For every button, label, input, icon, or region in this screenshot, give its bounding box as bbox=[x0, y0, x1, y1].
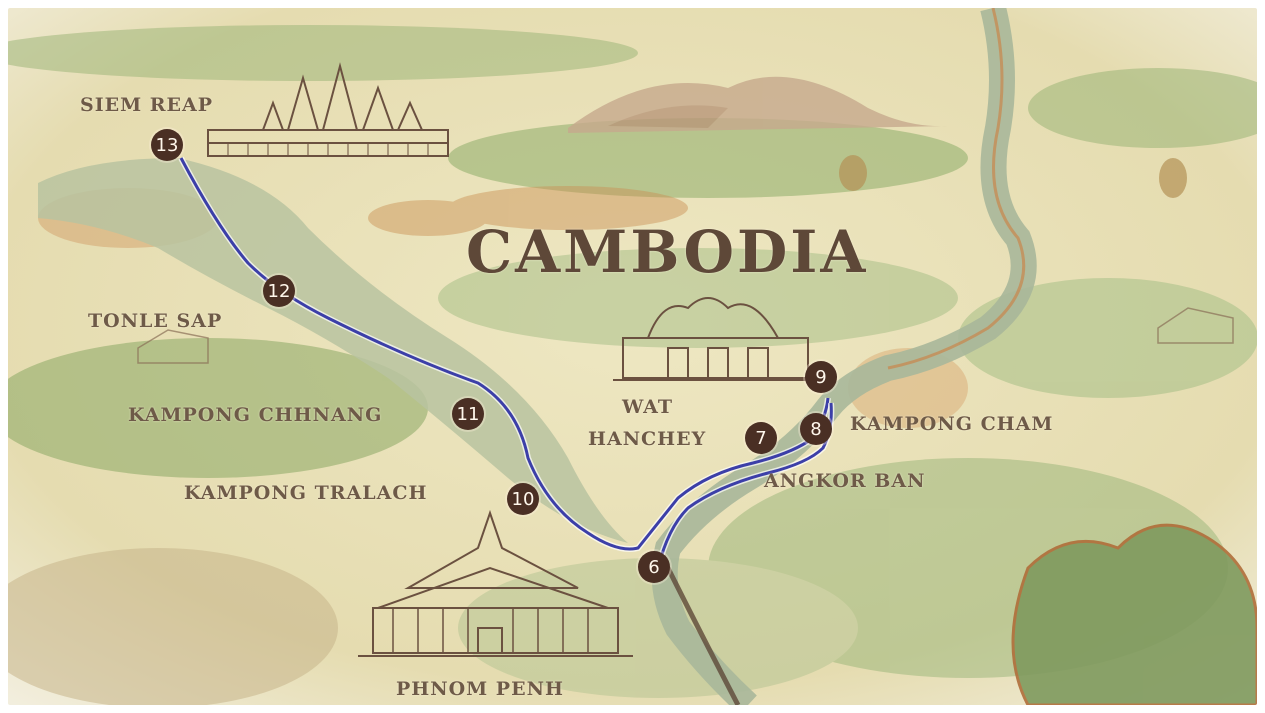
east-lake bbox=[1011, 523, 1257, 705]
house-illustrations bbox=[137, 307, 1234, 364]
label-phnom-penh: PHNOM PENH bbox=[396, 678, 564, 700]
tonle-sap-lake bbox=[38, 158, 628, 543]
label-hanchey: HANCHEY bbox=[588, 428, 707, 450]
angkor-wat-illustration bbox=[207, 62, 449, 157]
label-kampong-cham: KAMPONG CHAM bbox=[850, 413, 1054, 435]
label-kampong-tralach: KAMPONG TRALACH bbox=[184, 482, 428, 504]
wat-hanchey-illustration bbox=[613, 297, 818, 381]
stop-marker-8[interactable]: 8 bbox=[800, 413, 832, 445]
stop-marker-11[interactable]: 11 bbox=[452, 398, 484, 430]
mountains bbox=[568, 76, 948, 133]
stop-marker-10[interactable]: 10 bbox=[507, 483, 539, 515]
cambodia-map: CAMBODIA SIEM REAP TONLE SAP KAMPONG CHH… bbox=[8, 8, 1257, 705]
label-siem-reap: SIEM REAP bbox=[80, 94, 214, 116]
label-angkor-ban: ANGKOR BAN bbox=[764, 470, 926, 492]
tree-illustrations bbox=[839, 155, 1187, 198]
country-title: CAMBODIA bbox=[466, 218, 869, 286]
vegetation-washes bbox=[8, 25, 1257, 705]
stop-marker-12[interactable]: 12 bbox=[263, 275, 295, 307]
label-wat: WAT bbox=[622, 396, 673, 418]
stop-marker-6[interactable]: 6 bbox=[638, 551, 670, 583]
map-artwork bbox=[8, 8, 1257, 705]
royal-palace-illustration bbox=[358, 509, 633, 657]
stop-marker-9[interactable]: 9 bbox=[805, 361, 837, 393]
stop-marker-7[interactable]: 7 bbox=[745, 422, 777, 454]
label-tonle-sap: TONLE SAP bbox=[88, 310, 223, 332]
stop-marker-13[interactable]: 13 bbox=[151, 129, 183, 161]
label-kampong-chhnang: KAMPONG CHHNANG bbox=[128, 404, 383, 426]
